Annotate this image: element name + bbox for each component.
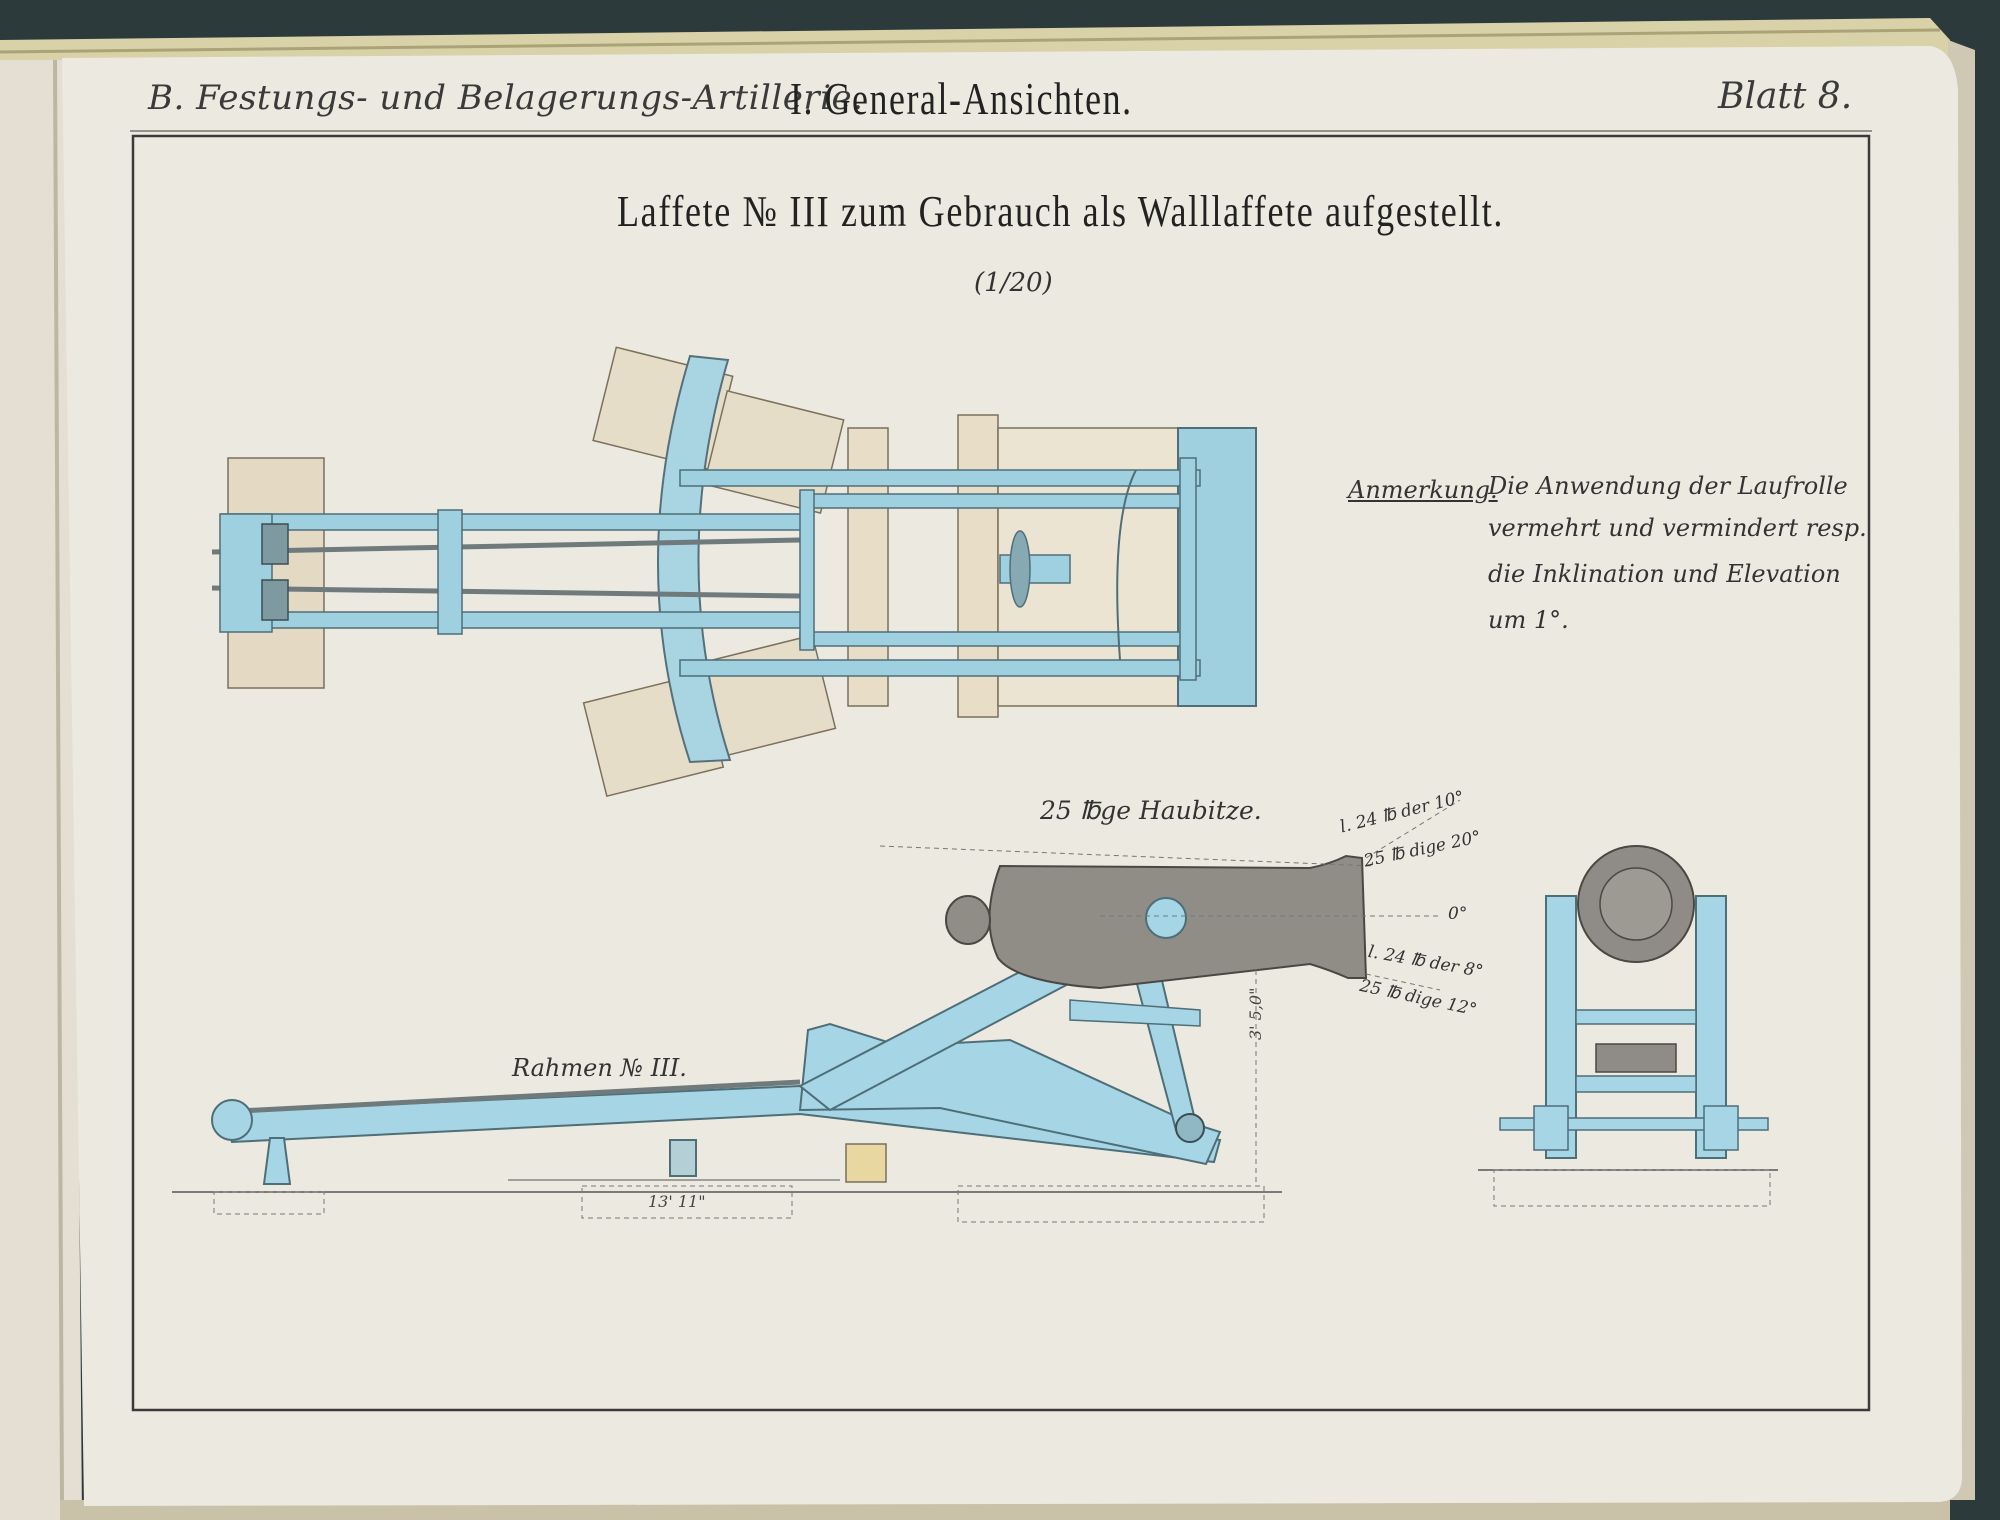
front-view (1478, 845, 1778, 1207)
section-heading: B. Festungs- und Belagerungs-Artillerie. (148, 78, 864, 118)
chapter-heading: I. General-Ansichten. (790, 73, 1133, 124)
note-line: Die Anwendung der Laufrolle (1488, 472, 1848, 500)
side-view (172, 799, 1461, 1223)
note-line: die Inklination und Elevation (1488, 560, 1841, 588)
plate-number: Blatt 8. (1718, 76, 1853, 117)
scale-label: (1/20) (974, 268, 1053, 298)
howitzer-label: 25 ℔ge Haubitze. (1040, 796, 1262, 825)
note-line: vermehrt und vermindert resp. (1488, 514, 1867, 542)
note-heading: Anmerkung. (1348, 476, 1498, 504)
note-line: um 1°. (1488, 606, 1569, 634)
length-dimension: 13' 11" (648, 1192, 706, 1211)
plan-view (211, 346, 1257, 798)
plate-title: Laffete № III zum Gebrauch als Walllaffe… (617, 187, 1505, 236)
angle-label: 0° (1448, 904, 1468, 924)
height-dimension: 3' 5,0" (1246, 987, 1265, 1040)
frame-label: Rahmen № III. (512, 1054, 687, 1082)
